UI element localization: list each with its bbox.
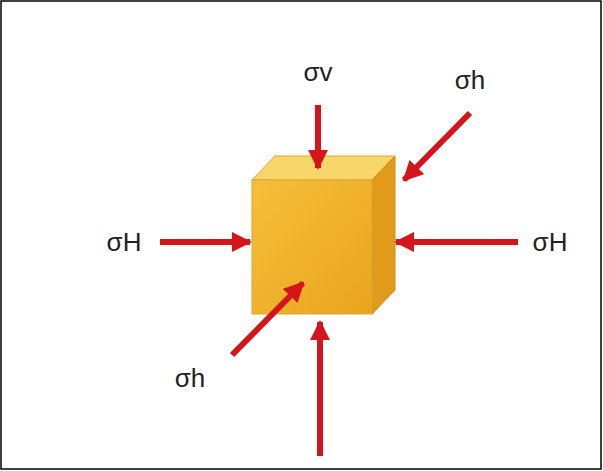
- stress-arrow: [315, 105, 321, 168]
- stress-arrow: [317, 322, 323, 456]
- stress-arrow: [404, 113, 470, 180]
- stress-label: σH: [533, 229, 568, 255]
- stress-label: σv: [303, 59, 332, 85]
- stress-label: σH: [107, 229, 142, 255]
- stress-label: σh: [175, 365, 206, 391]
- stress-label: σh: [455, 67, 486, 93]
- cube-side: [372, 156, 395, 314]
- stress-arrow: [396, 239, 518, 245]
- stress-arrow: [160, 239, 250, 245]
- stress-arrow: [232, 283, 303, 355]
- cube-top: [252, 156, 395, 180]
- cube-front: [252, 180, 372, 314]
